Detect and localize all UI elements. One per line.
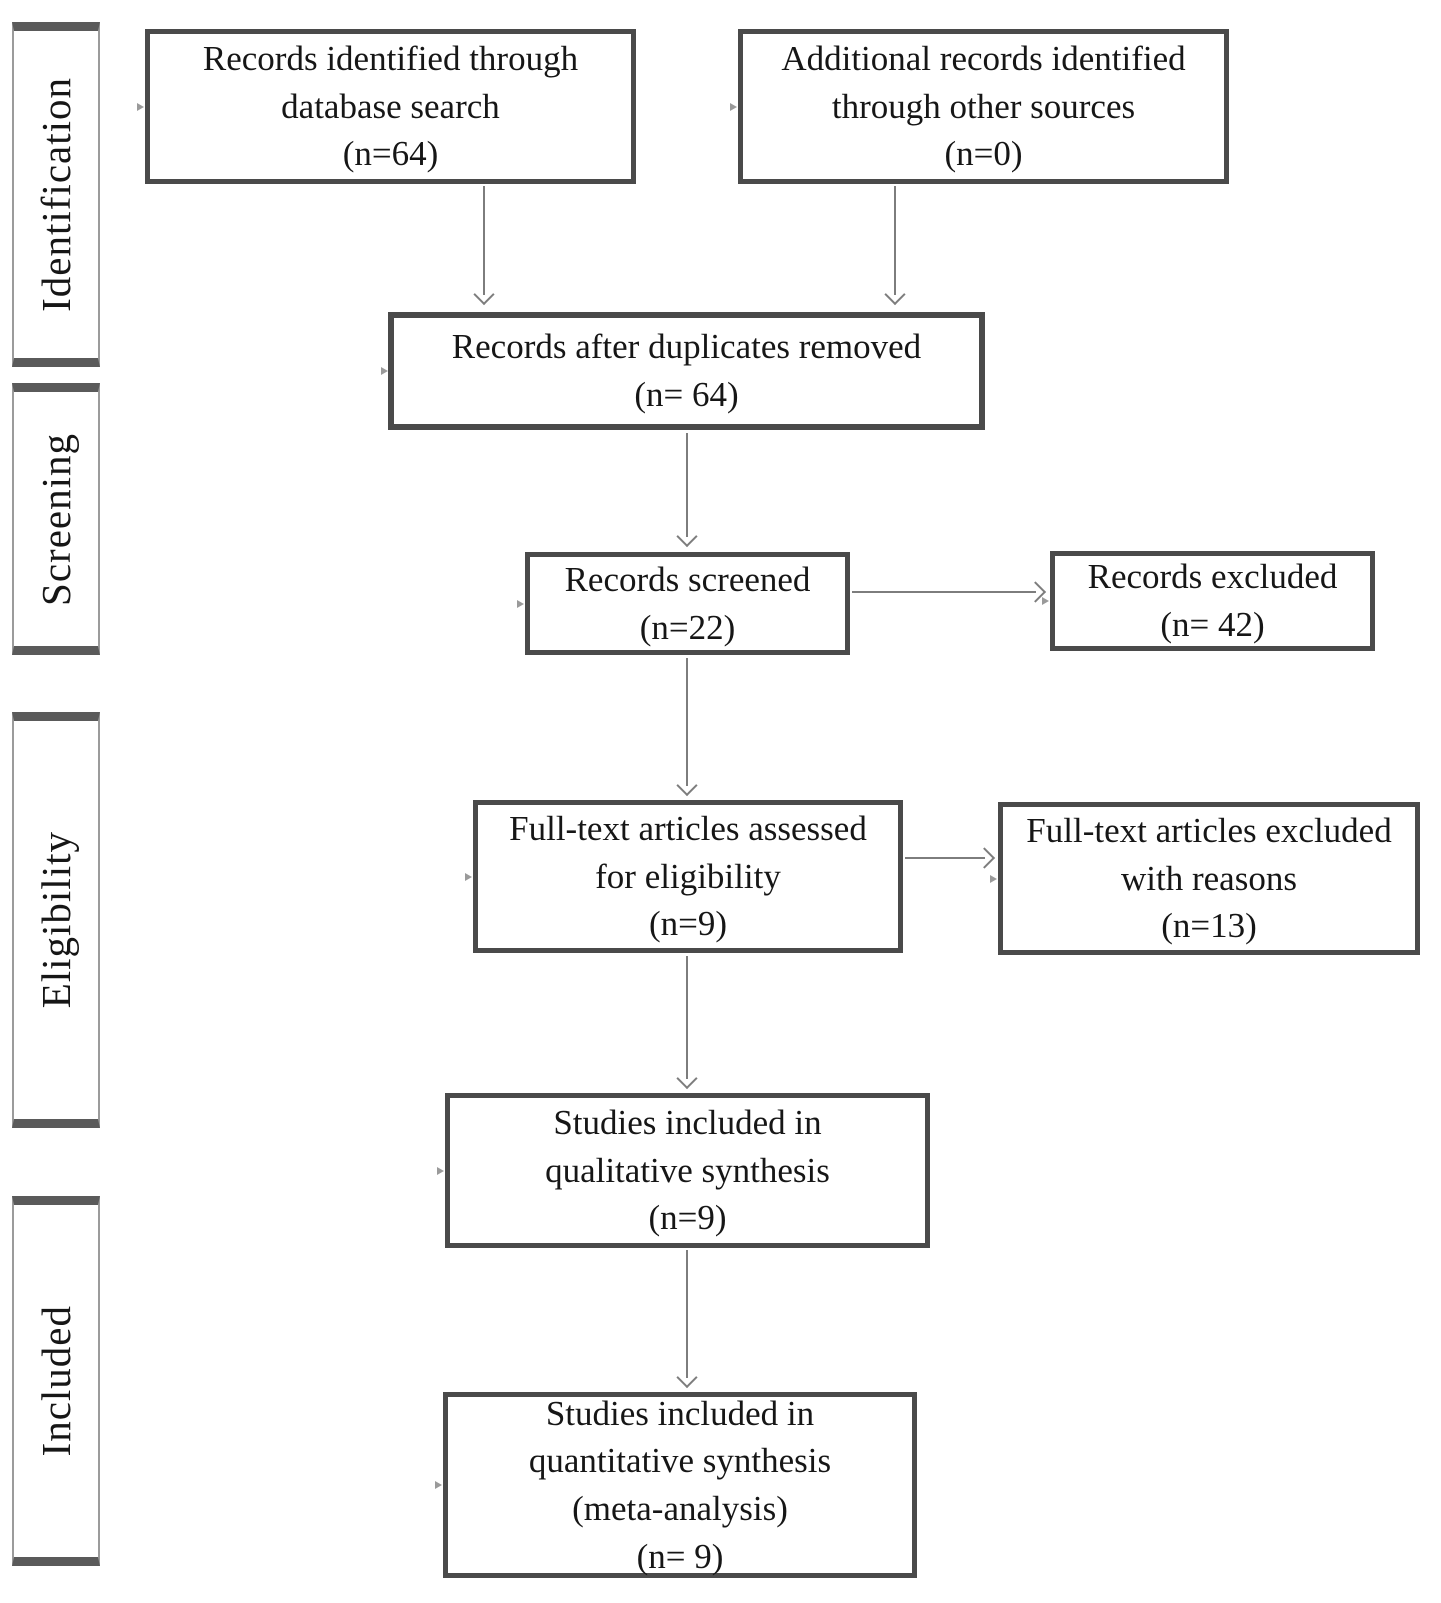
box-after-duplicates: Records after duplicates removed (n= 64) <box>381 312 985 430</box>
arrow-line <box>852 591 1036 593</box>
box-records-excluded-text: Records excluded (n= 42) <box>1087 557 1338 644</box>
arrow-head <box>676 1067 698 1090</box>
arrow-screened-to-excluded <box>852 581 1047 603</box>
box-additional-records: Additional records identified through ot… <box>730 29 1229 184</box>
arrow-head <box>676 1366 698 1389</box>
box-fulltext-excluded-text: Full-text articles excluded with reasons… <box>1026 811 1392 946</box>
arrow-head <box>676 774 698 797</box>
box-records-screened: Records screened (n=22) <box>517 552 850 655</box>
stage-eligibility-label: Eligibility <box>33 831 79 1009</box>
arrow-head <box>473 283 495 306</box>
stage-included-label: Included <box>33 1305 79 1457</box>
box-fulltext-excluded: Full-text articles excluded with reasons… <box>990 802 1420 955</box>
box-records-excluded: Records excluded (n= 42) <box>1042 551 1375 651</box>
box-records-screened-text: Records screened (n=22) <box>564 559 811 647</box>
box-records-identified-text: Records identified through database sear… <box>202 39 579 174</box>
arrow-line <box>894 186 896 295</box>
stage-screening-label: Screening <box>33 432 79 606</box>
box-qualitative-synthesis: Studies included in qualitative synthesi… <box>437 1093 930 1248</box>
stage-eligibility: Eligibility <box>12 712 100 1128</box>
stage-identification: Identification <box>12 22 100 367</box>
arrow-fulltext-to-excluded <box>905 847 996 869</box>
arrow-duplicates-to-screened <box>676 433 698 548</box>
box-fulltext-assessed: Full-text articles assessed for eligibil… <box>465 800 903 953</box>
arrow-head <box>676 525 698 548</box>
arrow-qualitative-to-quantitative <box>676 1250 698 1389</box>
arrow-fulltext-to-qualitative <box>676 956 698 1090</box>
box-fulltext-assessed-text: Full-text articles assessed for eligibil… <box>509 809 867 944</box>
arrow-head <box>1024 581 1047 603</box>
box-additional-records-text: Additional records identified through ot… <box>781 39 1186 174</box>
arrow-additional-to-duplicates <box>884 186 906 306</box>
box-records-identified: Records identified through database sear… <box>137 29 636 184</box>
arrow-line <box>686 658 688 786</box>
arrow-line <box>483 186 485 295</box>
arrow-head <box>884 283 906 306</box>
box-quantitative-synthesis-text: Studies included in quantitative synthes… <box>528 1393 832 1576</box>
stage-included: Included <box>12 1196 100 1566</box>
arrow-line <box>686 956 688 1079</box>
arrow-head <box>973 847 996 869</box>
arrow-screened-to-fulltext <box>676 658 698 797</box>
box-qualitative-synthesis-text: Studies included in qualitative synthesi… <box>545 1103 830 1238</box>
arrow-line <box>686 433 688 537</box>
arrow-line <box>686 1250 688 1378</box>
box-quantitative-synthesis: Studies included in quantitative synthes… <box>435 1392 917 1578</box>
arrow-line <box>905 857 985 859</box>
arrow-identified-to-duplicates <box>473 186 495 306</box>
stage-identification-label: Identification <box>33 77 79 312</box>
stage-screening: Screening <box>12 383 100 655</box>
box-after-duplicates-text: Records after duplicates removed (n= 64) <box>451 327 922 414</box>
